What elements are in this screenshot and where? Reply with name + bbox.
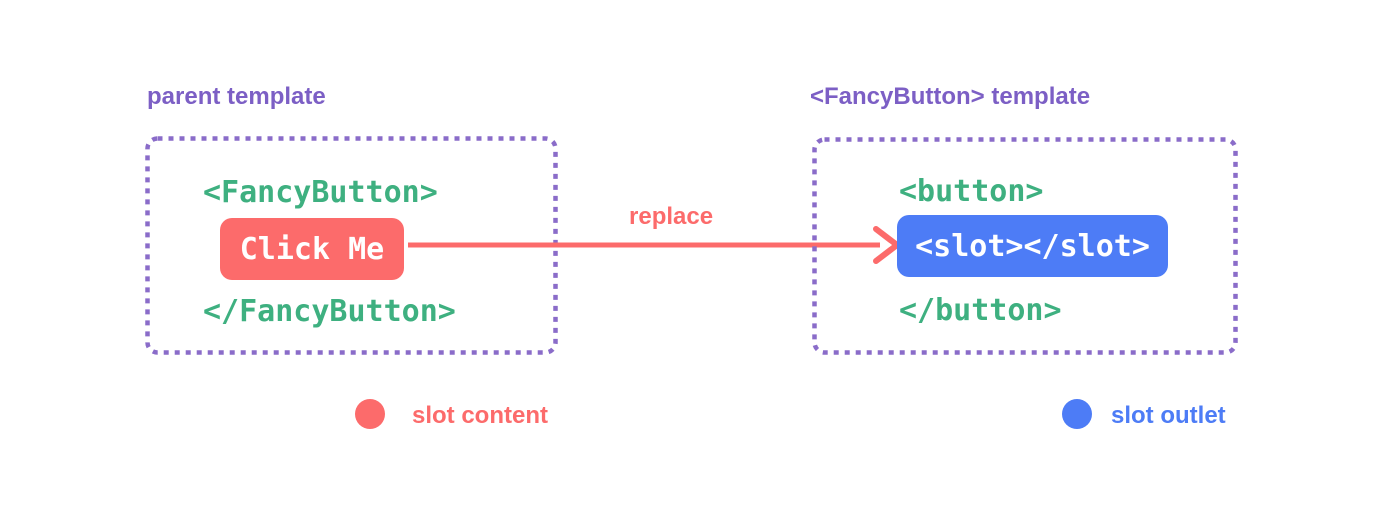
slot-outlet-box: <slot></slot> [897,215,1168,277]
button-close-tag-code: </button> [899,293,1062,328]
slot-outlet-legend-label: slot outlet [1111,402,1226,429]
slot-outlet-legend-dot [1062,399,1092,429]
fancybutton-close-tag-code: </FancyButton> [203,294,456,329]
fancybutton-template-heading: <FancyButton> template [810,83,1091,110]
slot-content-legend-label: slot content [412,402,548,429]
slot-content-legend-dot [355,399,385,429]
slot-code-label: <slot></slot> [915,228,1150,264]
button-open-tag-code: <button> [899,174,1044,209]
click-me-button-label: Click Me [239,231,385,267]
fancybutton-template-box [812,137,1238,355]
replace-label: replace [629,203,714,230]
fancybutton-open-tag-code: <FancyButton> [203,175,438,210]
parent-template-heading: parent template [147,83,326,110]
parent-template-box [145,136,558,355]
click-me-button: Click Me [220,218,404,280]
